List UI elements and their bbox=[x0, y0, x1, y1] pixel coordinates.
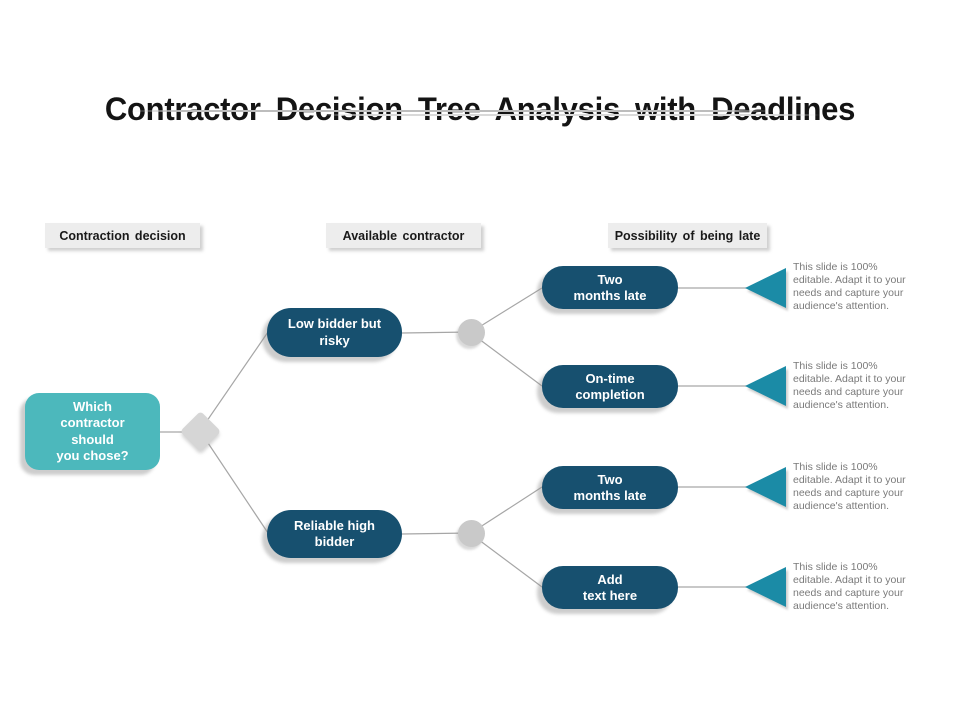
outcome-node-on-time-completion: On-time completion bbox=[542, 365, 678, 408]
left-arrow-triangle-icon bbox=[745, 366, 786, 406]
chance-node-circle bbox=[458, 319, 485, 346]
note-text: This slide is 100% editable. Adapt it to… bbox=[793, 461, 906, 512]
column-header-possibility-of-being-late: Possibility of being late bbox=[608, 223, 767, 248]
note-text: This slide is 100% editable. Adapt it to… bbox=[793, 360, 906, 411]
note-text: This slide is 100% editable. Adapt it to… bbox=[793, 561, 906, 612]
outcome-node-add-text-here: Add text here bbox=[542, 566, 678, 609]
left-arrow-triangle-icon bbox=[745, 567, 786, 607]
column-header-available-contractor: Available contractor bbox=[326, 223, 481, 248]
title-underline-shadow bbox=[323, 114, 820, 116]
column-header-contraction-decision: Contraction decision bbox=[45, 223, 200, 248]
page-title: Contractor Decision Tree Analysis with D… bbox=[104, 91, 856, 128]
title-underline bbox=[132, 110, 772, 112]
branch-node-reliable-high-bidder: Reliable high bidder bbox=[267, 510, 402, 558]
branch-node-low-bidder: Low bidder but risky bbox=[267, 308, 402, 357]
outcome-node-two-months-late-2: Two months late bbox=[542, 466, 678, 509]
left-arrow-triangle-icon bbox=[745, 268, 786, 308]
note-text: This slide is 100% editable. Adapt it to… bbox=[793, 261, 906, 312]
root-decision-node: Which contractor should you chose? bbox=[25, 393, 160, 470]
left-arrow-triangle-icon bbox=[745, 467, 786, 507]
chance-node-circle bbox=[458, 520, 485, 547]
outcome-node-two-months-late: Two months late bbox=[542, 266, 678, 309]
